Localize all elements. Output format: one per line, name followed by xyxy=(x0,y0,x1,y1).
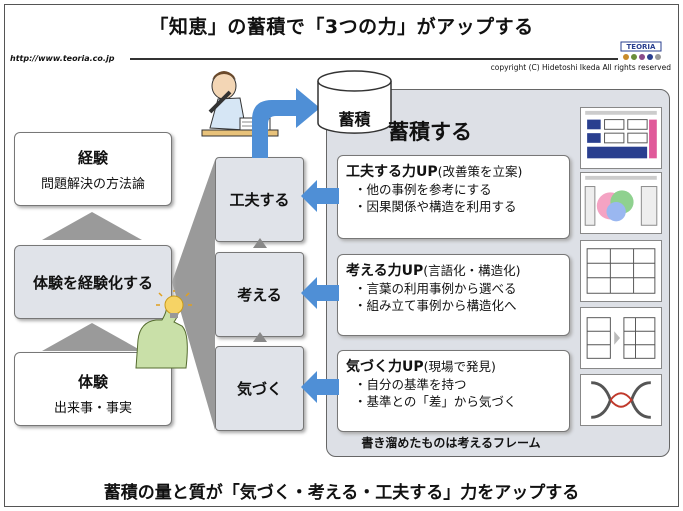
framework-thumbnail-3 xyxy=(580,240,662,302)
card-kufuu-item: ・他の事例を参考にする xyxy=(354,182,492,197)
card-kangaeru-note: (言語化・構造化) xyxy=(423,263,521,278)
step-kizuku: 気づく xyxy=(215,346,304,431)
step-kangaeru: 考える xyxy=(215,252,304,337)
framework-thumbnail-5 xyxy=(580,374,662,426)
card-kangaeru-item: ・組み立て事例から構造化へ xyxy=(354,298,517,313)
panel-title: 蓄積する xyxy=(388,120,472,144)
experience-conversion-box: 体験を経験化する xyxy=(14,245,172,319)
taiken-head: 体験 xyxy=(77,373,108,391)
lightbulb-thinker-icon xyxy=(135,290,192,369)
left-arrow-2 xyxy=(301,277,339,309)
framework-thumbnail-1 xyxy=(580,107,662,169)
up-triangle-upper xyxy=(42,212,142,240)
card-kangaeru-item: ・言葉の利用事例から選べる xyxy=(354,281,517,296)
card-kufuu-item: ・因果関係や構造を利用する xyxy=(354,199,517,214)
up-arrow-small-1 xyxy=(253,238,267,248)
experience-sub: 問題解決の方法論 xyxy=(40,177,145,192)
card-kufuu-note: (改善策を立案) xyxy=(437,164,523,179)
experience-box: 経験 問題解決の方法論 xyxy=(14,132,172,206)
up-arrow-small-2 xyxy=(253,332,267,342)
storage-cylinder-icon xyxy=(317,70,392,134)
up-triangle-lower xyxy=(42,323,142,351)
site-url[interactable]: http://www.teoria.co.jp xyxy=(10,54,115,63)
copyright-text: copyright (C) Hidetoshi Ikeda All rights… xyxy=(490,63,671,72)
card-kangaeru: 考える力UP(言語化・構造化) ・言葉の利用事例から選べる ・組み立て事例から構… xyxy=(337,254,570,336)
svg-text:TEORIA: TEORIA xyxy=(627,43,657,51)
experience-head: 経験 xyxy=(77,149,108,167)
framework-thumbnail-4 xyxy=(580,307,662,369)
footer-summary: 蓄積の量と質が「気づく・考える・工夫する」力をアップする xyxy=(103,483,580,503)
card-kizuku-item: ・自分の基準を持つ xyxy=(354,377,467,392)
card-kizuku-item: ・基準との「差」から気づく xyxy=(354,394,517,409)
card-kizuku: 気づく力UP(現場で発見) ・自分の基準を持つ ・基準との「差」から気づく xyxy=(337,350,570,432)
curved-up-arrow xyxy=(252,88,320,158)
panel-caption: 書き溜めたものは考えるフレーム xyxy=(361,436,541,450)
cylinder-label: 蓄積 xyxy=(338,110,371,129)
teoria-logo: TEORIA xyxy=(620,41,662,60)
card-kufuu: 工夫する力UP(改善策を立案) ・他の事例を参考にする ・因果関係や構造を利用す… xyxy=(337,155,570,239)
slide-title: 「知恵」の蓄積で「3つの力」がアップする xyxy=(149,16,534,38)
card-kufuu-title: 工夫する力UP xyxy=(346,164,438,180)
header-rule xyxy=(130,58,618,60)
card-kizuku-note: (現場で発見) xyxy=(423,359,496,374)
card-kizuku-title: 気づく力UP xyxy=(346,359,424,375)
left-arrow-1 xyxy=(301,180,339,212)
experience-conversion-head: 体験を経験化する xyxy=(32,274,153,292)
step-kufuu: 工夫する xyxy=(215,157,304,242)
taiken-sub: 出来事・事実 xyxy=(53,401,132,416)
card-kangaeru-title: 考える力UP xyxy=(346,263,424,279)
framework-thumbnail-2 xyxy=(580,172,662,234)
left-arrow-3 xyxy=(301,371,339,403)
